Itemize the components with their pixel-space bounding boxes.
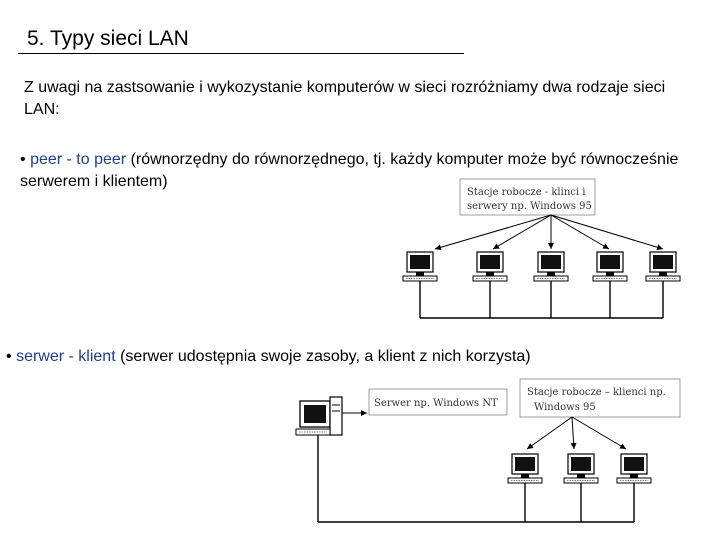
computer-icon <box>533 251 569 282</box>
bullet-keyword-peer: peer - to peer <box>30 151 127 168</box>
peer-label-line1: Stacje robocze - klinci i <box>467 187 585 198</box>
computer-icon <box>645 251 681 282</box>
intro-paragraph: Z uwagi na zastsowanie i wykozystanie ko… <box>24 79 666 118</box>
bullet-client-server: • serwer - klient (serwer udostępnia swo… <box>6 346 706 368</box>
title-underline <box>18 53 464 54</box>
computer-icon <box>592 251 628 282</box>
server-label: Serwer np. Windows NT <box>374 398 498 409</box>
bullet-keyword-server: serwer - klient <box>16 348 116 365</box>
peer-to-peer-diagram: Stacje robocze - klinci i serwery np. Wi… <box>402 178 681 319</box>
clients-label-line1: Stacje robocze – klienci np. <box>527 387 666 398</box>
bullet-text-peer: (równorzędny do równorzędnego, tj. każdy… <box>20 151 679 190</box>
bullet-marker: • <box>6 348 12 365</box>
client-server-diagram: Serwer np. Windows NT Stacje robocze – k… <box>295 378 681 523</box>
clients-label-line2: Windows 95 <box>534 402 596 413</box>
server-label-box <box>368 388 508 416</box>
computer-icon <box>402 251 438 282</box>
clients-label-box <box>519 378 681 418</box>
client-computer-icon <box>507 453 543 484</box>
client-computer-icon <box>616 453 652 484</box>
peer-label-box <box>459 178 596 216</box>
client-computer-icon <box>563 453 599 484</box>
server-computer-icon <box>295 396 343 436</box>
bullet-marker: • <box>20 151 26 168</box>
peer-label-line2: serwery np. Windows 95 <box>467 201 592 212</box>
slide-title: 5. Typy sieci LAN <box>27 27 189 50</box>
computer-icon <box>472 251 508 282</box>
bullet-text-server: (serwer udostępnia swoje zasoby, a klien… <box>115 348 531 365</box>
bullet-peer-to-peer: • peer - to peer (równorzędny do równorz… <box>20 149 700 193</box>
